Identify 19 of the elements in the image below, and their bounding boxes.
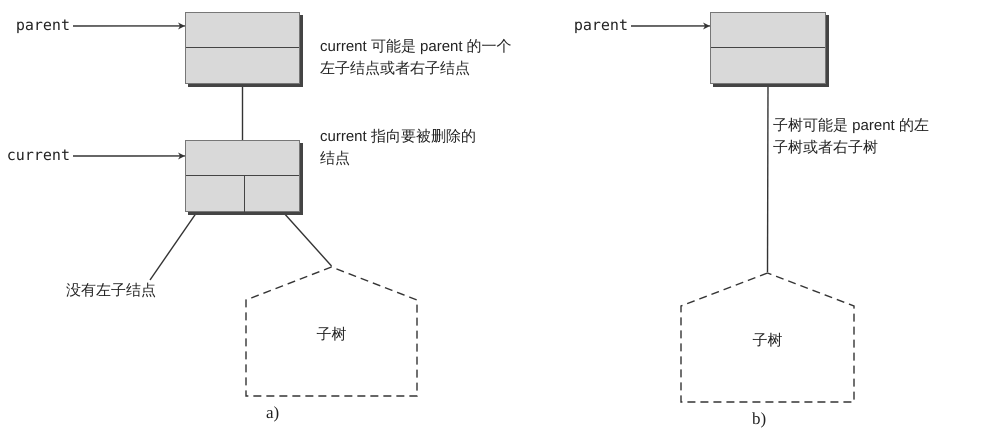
pointer-label: parent [16,16,70,34]
connector-line [766,84,769,272]
note-text: 子树可能是 parent 的左子树或者右子树 [773,116,930,158]
arrow [73,22,185,30]
connector-line [242,84,244,140]
node-box [710,12,826,84]
panel-label: a) [266,402,280,424]
node-box [185,140,300,212]
note-text: current 可能是 parent 的一个左子结点或者右子结点 [320,37,512,79]
panel-label: b) [752,408,766,430]
node-box [185,12,300,84]
note-text: current 指向要被删除的结点 [320,127,477,169]
note-text: 没有左子结点 [66,280,156,302]
pointer-label: current [6,146,70,164]
arrow [631,22,710,30]
subtree-label: 子树 [752,331,782,351]
subtree-label: 子树 [316,325,346,345]
arrow [73,152,185,160]
pointer-label: parent [574,16,628,34]
